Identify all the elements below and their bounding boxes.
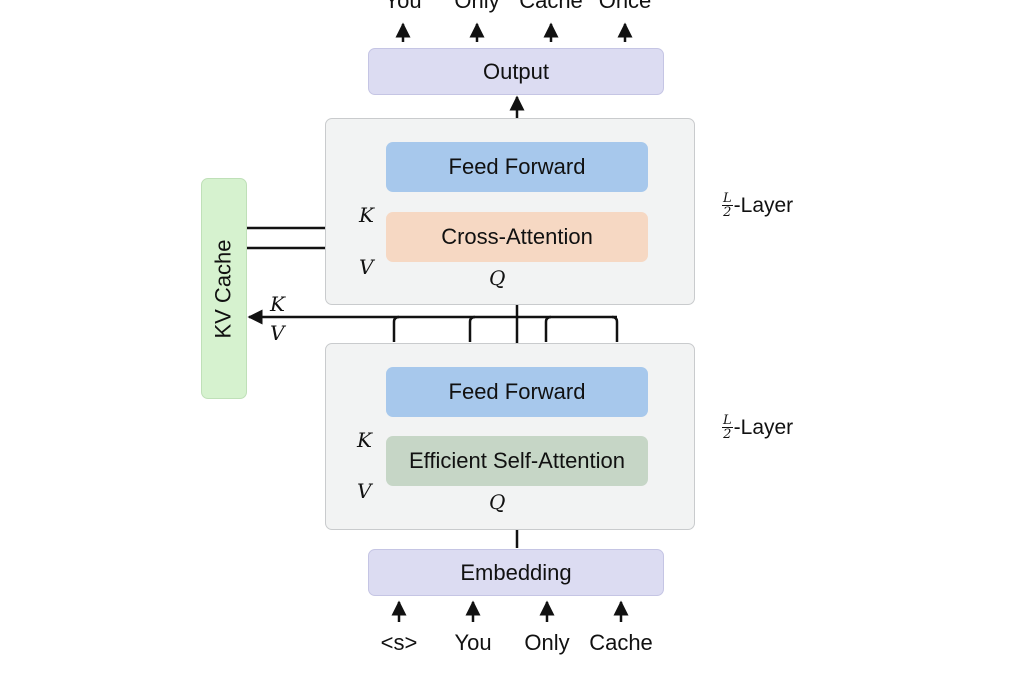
kv-cache-block: KV Cache bbox=[201, 178, 247, 399]
lower-layer-count-label: L 2 -Layer bbox=[722, 413, 794, 442]
output-token: Cache bbox=[519, 0, 583, 13]
input-token: <s> bbox=[380, 630, 418, 655]
lower-q-symbol: Q bbox=[489, 490, 506, 514]
upper-q-symbol: Q bbox=[489, 266, 506, 290]
input-token: Only bbox=[524, 630, 570, 655]
bus-drop-2 bbox=[468, 315, 476, 342]
upper-k-symbol: K bbox=[359, 203, 374, 227]
bus-k-symbol: K bbox=[270, 292, 285, 316]
efficient-self-attention-block: Efficient Self-Attention bbox=[386, 436, 648, 486]
lower-layer-fraction: L 2 bbox=[722, 413, 733, 442]
output-token: You bbox=[384, 0, 422, 13]
bus-drop-1 bbox=[392, 315, 400, 342]
bus-drop-4 bbox=[611, 315, 619, 342]
upper-feed-forward-block: Feed Forward bbox=[386, 142, 648, 192]
upper-layer-count-label: L 2 -Layer bbox=[722, 191, 794, 220]
lower-k-symbol: K bbox=[357, 428, 372, 452]
embedding-block: Embedding bbox=[368, 549, 664, 596]
output-block: Output bbox=[368, 48, 664, 95]
output-token: Once bbox=[598, 0, 652, 13]
lower-v-symbol: V bbox=[357, 479, 372, 503]
kv-cache-label: KV Cache bbox=[211, 238, 236, 339]
lower-feed-forward-block: Feed Forward bbox=[386, 367, 648, 417]
input-token: Cache bbox=[589, 630, 653, 655]
upper-layer-fraction: L 2 bbox=[722, 191, 733, 220]
output-token: Only bbox=[454, 0, 500, 13]
input-token: You bbox=[454, 630, 492, 655]
upper-v-symbol: V bbox=[359, 255, 374, 279]
bus-v-symbol: V bbox=[270, 321, 285, 345]
cross-attention-block: Cross-Attention bbox=[386, 212, 648, 262]
bus-drop-3 bbox=[544, 315, 552, 342]
